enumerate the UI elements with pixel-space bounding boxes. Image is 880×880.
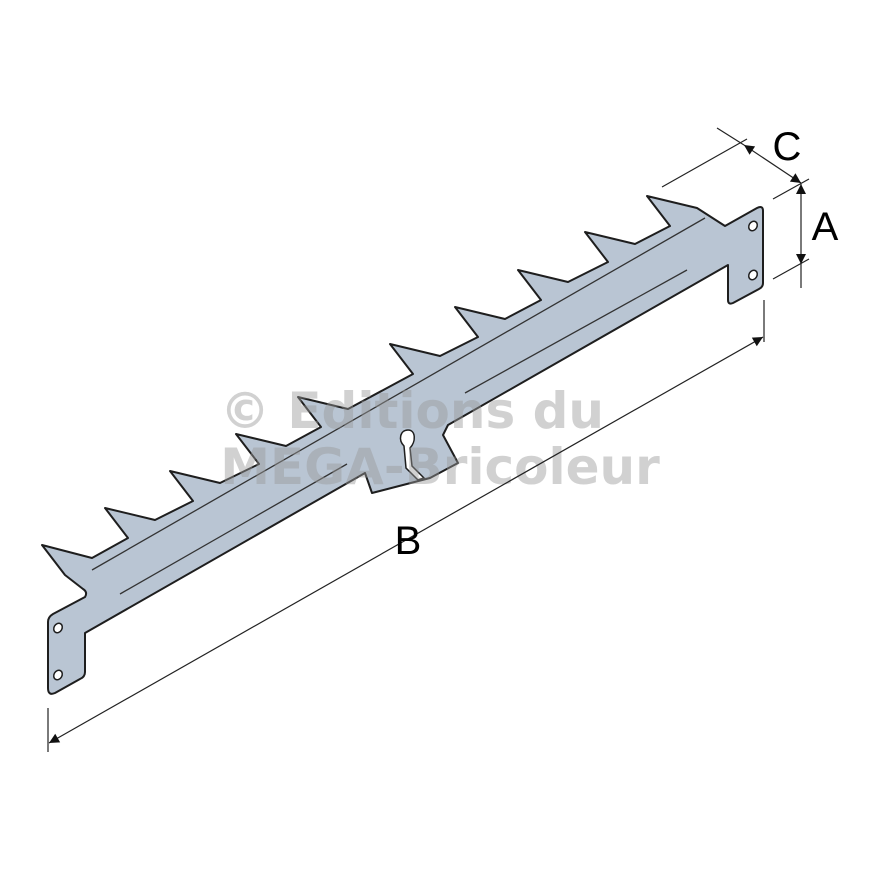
dimension-c-line	[743, 144, 802, 184]
dimension-a-extension-top	[772, 178, 810, 200]
dimension-c-overshoot	[716, 127, 745, 146]
dimension-a-label: A	[812, 205, 839, 249]
dimension-b	[47, 300, 765, 752]
dimension-c-label: C	[773, 125, 802, 169]
hole-right-top	[747, 220, 759, 232]
dimension-b-label: B	[395, 519, 422, 563]
dimension-c	[661, 127, 802, 188]
hole-right-bottom	[747, 269, 759, 281]
dimension-a	[772, 178, 810, 288]
watermark-line2: MEGA-Bricoleur	[220, 438, 660, 496]
dimension-b-line	[48, 336, 764, 744]
dimension-a-extension-bottom	[772, 258, 810, 280]
dimension-c-extension	[661, 138, 748, 188]
watermark-line1: © Editions du	[220, 382, 604, 440]
watermark: © Editions du MEGA-Bricoleur	[220, 382, 660, 496]
